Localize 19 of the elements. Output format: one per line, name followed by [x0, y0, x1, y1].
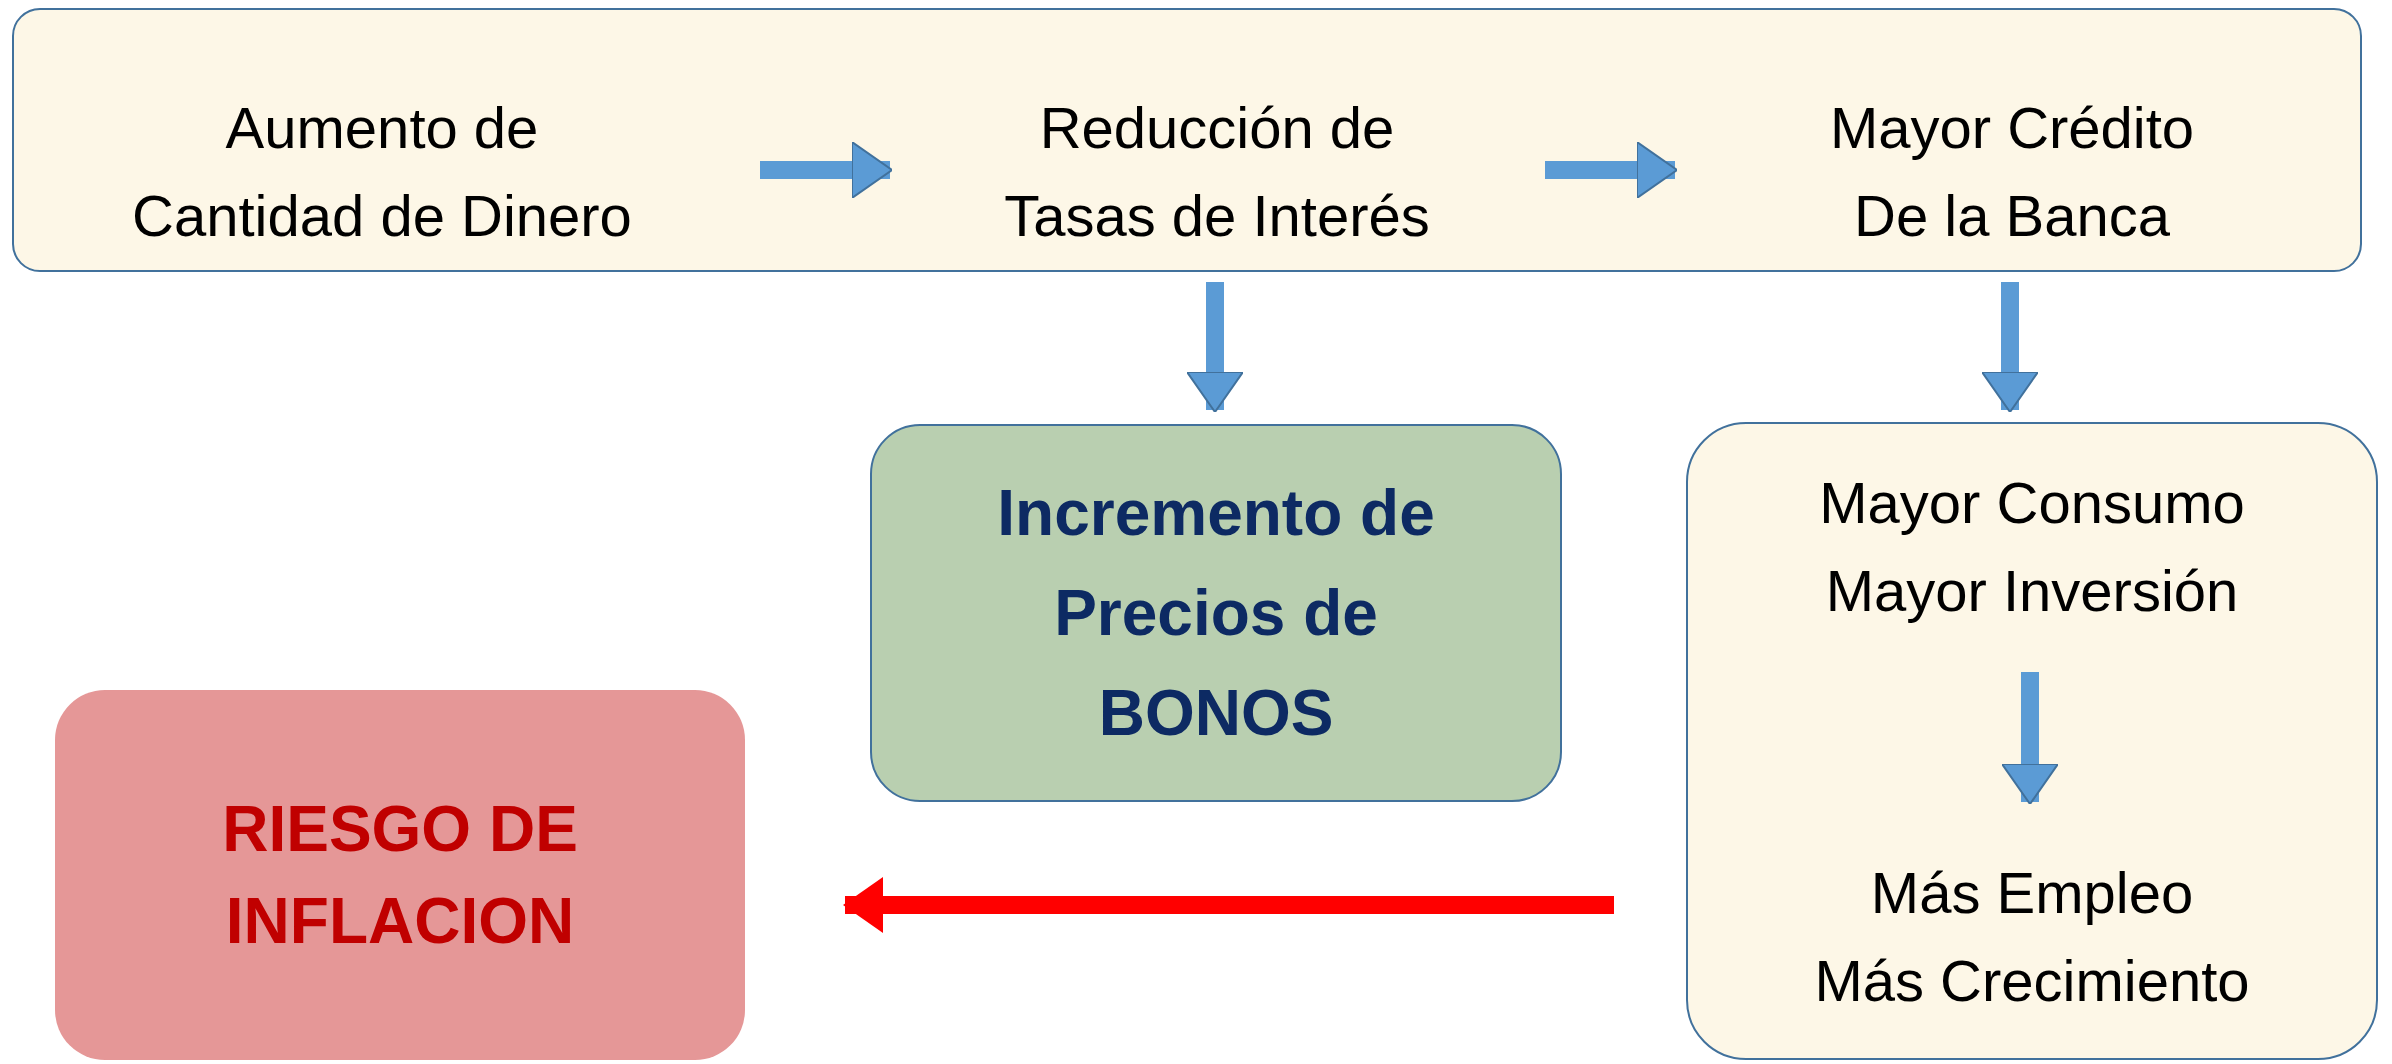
panel-box [12, 8, 2362, 272]
panel-box [1686, 422, 2378, 1060]
arrow [1545, 141, 1678, 199]
node-text: Mayor Crédito De la Banca [1828, 94, 2196, 250]
arrow [1981, 282, 2039, 413]
node-text: Reducción de Tasas de Interés [1003, 94, 1431, 250]
node-text: RIESGO DE INFLACION [221, 792, 579, 959]
process-box [870, 424, 1562, 802]
node-text: Más Crecimiento [1814, 947, 2250, 1015]
node-text: Mayor Inversión [1825, 557, 2239, 625]
node-text: Mayor Consumo [1819, 469, 2245, 537]
node-text: Aumento de Cantidad de Dinero [132, 94, 632, 250]
arrow [843, 877, 1614, 933]
warning-box [55, 690, 745, 1060]
node-text: Incremento de Precios de BONOS [996, 476, 1436, 751]
arrow [1186, 282, 1244, 413]
node-text: Más Empleo [1870, 859, 2194, 927]
arrow [760, 141, 893, 199]
arrow [2001, 672, 2059, 805]
